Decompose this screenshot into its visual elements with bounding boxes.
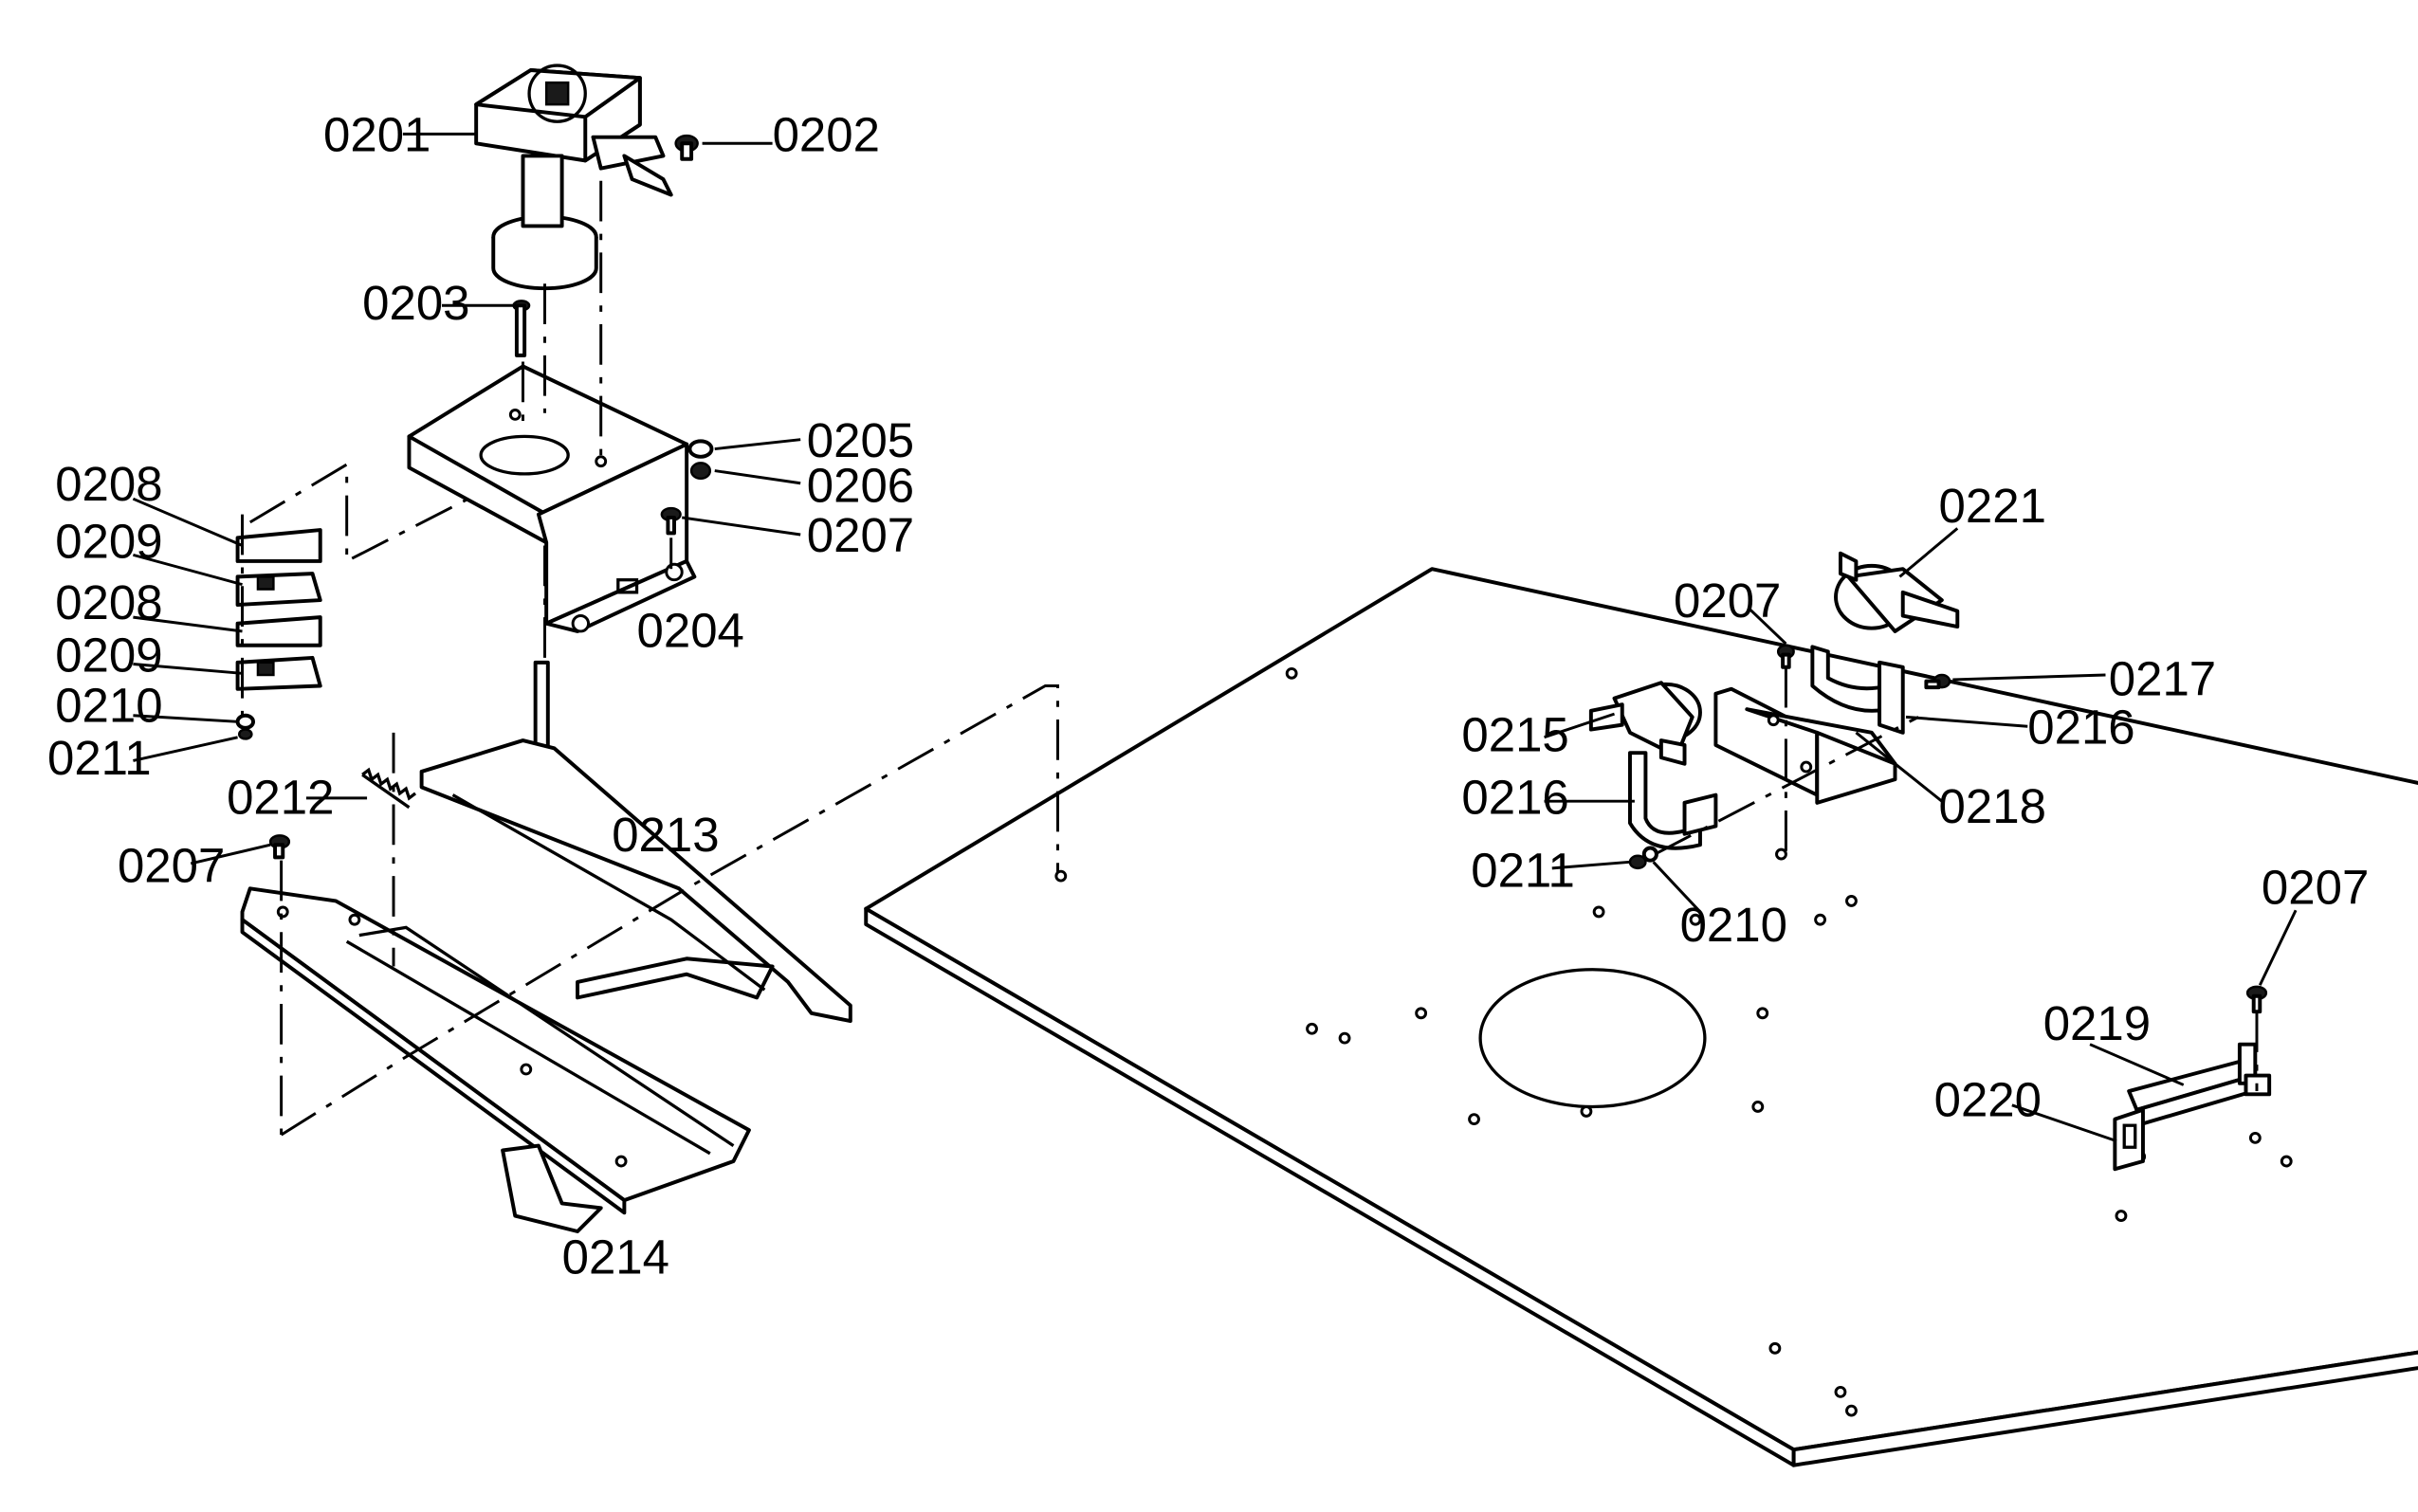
callout-0207: 0207 [1674,574,1781,628]
callout-0211: 0211 [1471,844,1575,898]
callout-0219: 0219 [2043,996,2151,1050]
screw-0207-left [268,834,291,860]
base-plate [864,567,2418,1467]
callout-0207: 0207 [118,839,225,893]
callout-0215: 0215 [1461,708,1568,762]
callout-0202: 0202 [773,108,880,162]
callout-0221: 0221 [1939,479,2046,533]
callout-0218: 0218 [1939,779,2046,833]
bracket-0219 [2127,1042,2272,1128]
callout-0216: 0216 [2027,700,2134,754]
latch-lever-0213 [419,660,852,1024]
nut-0211a [237,728,253,740]
callout-0220: 0220 [1934,1072,2042,1126]
callout-0209: 0209 [55,628,162,683]
thermostat-0221 [1834,551,1960,633]
timer-bracket [407,364,697,633]
bracket-0216-right [1810,645,1905,735]
washer-0210a [235,713,255,730]
callout-0216: 0216 [1461,770,1568,824]
bracket-0216-left [1627,751,1718,850]
callout-0203: 0203 [362,276,469,330]
micro-switch-0209b [235,655,322,691]
callout-labels: 0201 0202 0203 0205 0206 0207 0204 0208 … [47,108,2369,1284]
slide-plate-0214 [240,886,751,1233]
nut-0206 [689,462,712,481]
timer-motor [474,64,673,291]
screw-0202 [674,134,699,161]
washer-0210b [1641,846,1658,863]
callout-0212: 0212 [227,770,334,824]
leader-lines [132,132,2298,1143]
switch-cover-0208b [235,615,322,647]
callout-0208: 0208 [55,575,162,629]
bracket-0220 [2113,1107,2145,1172]
callout-0204: 0204 [637,603,744,657]
callout-0210: 0210 [55,678,162,732]
callout-0206: 0206 [807,458,914,512]
callout-0208: 0208 [55,457,162,511]
washer-0205 [687,439,714,459]
assembly-lines [241,180,2259,1137]
callout-0214: 0214 [562,1230,669,1284]
switch-cover-0208a [235,528,322,563]
callout-0213: 0213 [612,808,719,862]
micro-switch-0209a [235,572,322,607]
callout-0207: 0207 [2262,861,2369,915]
callout-0207: 0207 [807,508,914,562]
spring-0212 [361,767,417,810]
nut-0211b [1628,854,1647,870]
thermostat-0215 [1588,681,1702,766]
callout-0217: 0217 [2109,651,2216,705]
callout-0210: 0210 [1680,898,1787,952]
mount-bracket-0218 [1713,686,1897,805]
callout-0205: 0205 [807,413,914,467]
screw-0207-right-top [1776,644,1795,669]
callout-0211: 0211 [47,731,152,785]
screw-0207-right-bottom [2245,985,2268,1014]
screw-0207-top [660,506,682,536]
callout-0209: 0209 [55,515,162,569]
screw-0203 [512,300,531,357]
callout-0201: 0201 [323,108,430,162]
screw-0217 [1924,673,1951,690]
